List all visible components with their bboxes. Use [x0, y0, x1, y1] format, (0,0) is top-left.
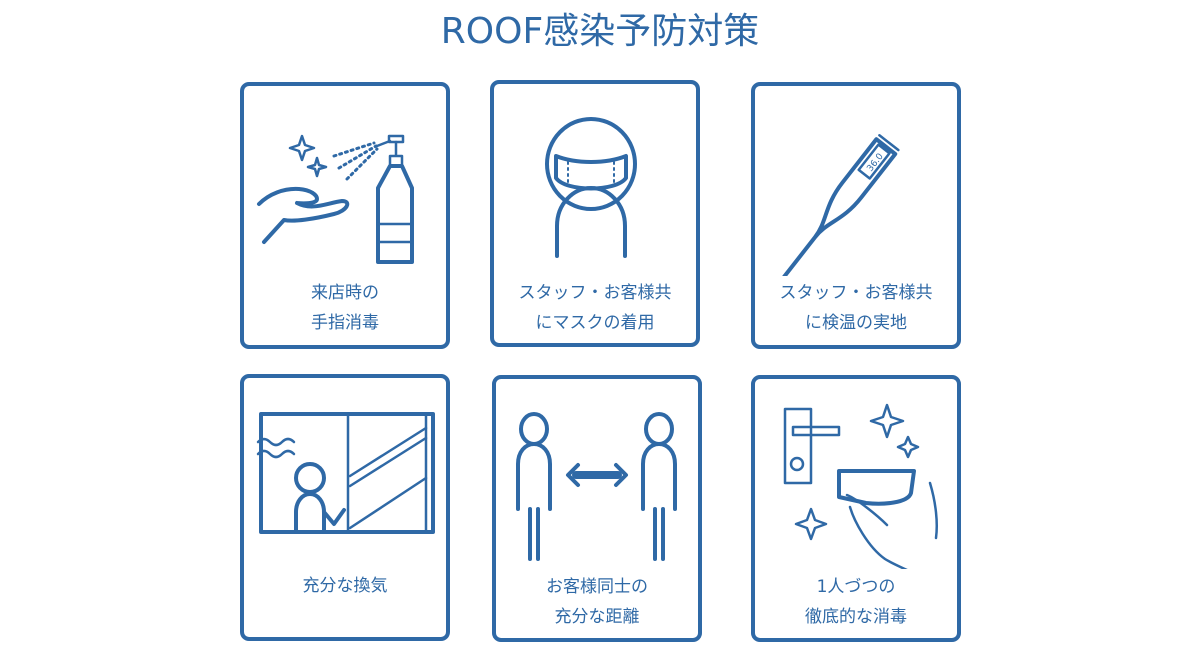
card-disinfection: 1人づつの 徹底的な消毒	[751, 375, 961, 642]
window-ventilation-icon	[256, 412, 435, 534]
card-mask-wearing: スタッフ・お客様共 にマスクの着用	[490, 80, 700, 347]
card-caption-line: 手指消毒	[311, 313, 379, 333]
card-caption-line: 充分な換気	[302, 576, 388, 596]
card-caption-line: お客様同士の	[546, 577, 648, 597]
card-social-distance: お客様同士の 充分な距離	[492, 375, 702, 642]
card-caption-line: にマスクの着用	[535, 313, 655, 333]
social-distance-icon	[516, 412, 677, 561]
hand-sanitizer-icon	[257, 134, 414, 264]
card-hand-sanitizing: 来店時の 手指消毒	[240, 82, 450, 349]
disinfect-doorhandle-icon	[783, 403, 938, 569]
card-caption-line: 来店時の	[311, 283, 379, 303]
card-caption-line: 徹底的な消毒	[805, 607, 907, 627]
card-caption-line: スタッフ・お客様共	[779, 283, 933, 303]
thermometer-icon: 36.0	[776, 134, 900, 276]
card-caption-line: スタッフ・お客様共	[518, 283, 672, 303]
card-temperature-check: 36.0 スタッフ・お客様共 に検温の実地	[751, 82, 961, 349]
card-ventilation: 充分な換気	[240, 374, 450, 641]
card-caption-line: 充分な距離	[554, 607, 640, 627]
person-with-mask-icon	[545, 117, 637, 258]
page-title: ROOF感染予防対策	[440, 11, 760, 52]
card-caption-line: 1人づつの	[816, 577, 896, 597]
card-caption-line: に検温の実地	[805, 313, 907, 333]
